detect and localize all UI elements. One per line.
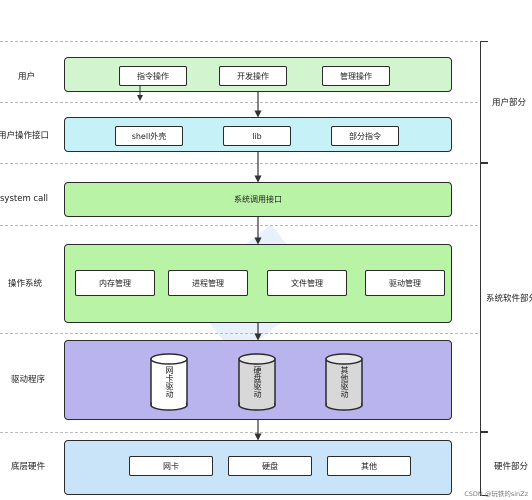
user-layer-band: 指令操作 开发操作 管理操作 [64,57,452,92]
user-item-manage: 管理操作 [322,66,390,86]
layer-label-syscall: system call [0,194,49,204]
layer-label-os: 操作系统 [8,279,43,289]
hardware-item-nic: 网卡 [129,456,213,476]
interface-item-lib: lib [223,126,291,146]
layer-label-hardware: 底层硬件 [11,462,46,472]
driver-item-disk: 硬盘驱动 [253,366,262,398]
driver-item-other: 其他驱动 [340,366,349,398]
separator-line [0,225,478,226]
separator-line [0,41,478,42]
cylinder-nic-driver [150,353,188,411]
bracket-hardware-part [480,432,488,496]
syscall-layer-band: 系统调用接口 [64,182,452,217]
os-item-driver: 驱动管理 [365,270,445,296]
system-part-label: 系统软件部分 [486,294,532,304]
bracket-user-part [480,41,488,163]
hardware-item-disk: 硬盘 [228,456,312,476]
csdn-watermark: CSDN @玩铁的sinZz [464,490,528,498]
user-part-label: 用户部分 [492,98,527,108]
cylinder-other-driver [325,353,363,411]
syscall-interface-label: 系统调用接口 [234,195,282,204]
layer-label-interface: 用户操作接口 [0,131,50,141]
interface-item-shell: shell外壳 [115,126,183,146]
user-item-command: 指令操作 [119,66,187,86]
os-layer-band: 内存管理 进程管理 文件管理 驱动管理 [64,244,452,323]
hardware-item-other: 其他 [327,456,411,476]
cylinder-disk-driver [238,353,276,411]
os-item-process: 进程管理 [168,270,248,296]
os-item-file: 文件管理 [267,270,347,296]
driver-item-nic: 网卡驱动 [165,366,174,398]
user-item-develop: 开发操作 [219,66,287,86]
separator-line [0,432,478,433]
hardware-part-label: 硬件部分 [494,462,529,472]
bracket-system-part [480,163,488,432]
separator-line [0,102,478,103]
separator-line [0,163,478,164]
layer-label-driver: 驱动程序 [11,375,46,385]
separator-line [0,333,478,334]
layer-label-user: 用户 [18,72,36,82]
hardware-layer-band: 网卡 硬盘 其他 [64,440,452,495]
interface-item-commands: 部分指令 [331,126,399,146]
os-item-memory: 内存管理 [75,270,155,296]
